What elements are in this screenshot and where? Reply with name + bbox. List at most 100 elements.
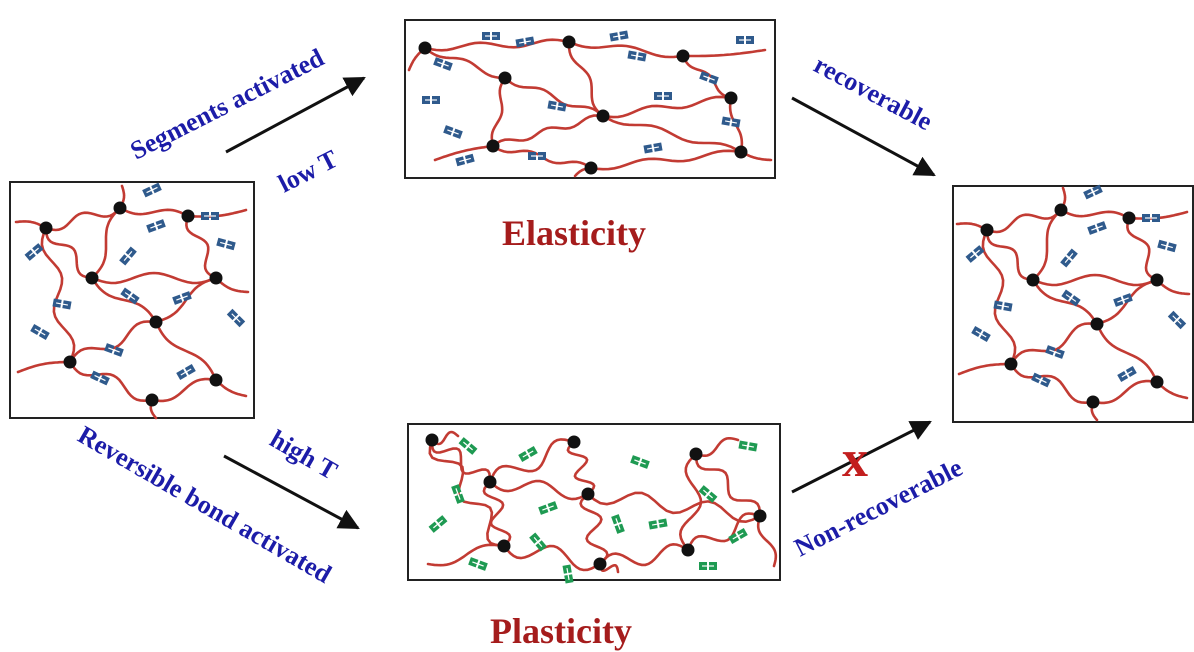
switching-segment [993,300,1013,312]
crosslink-node [689,447,703,461]
switching-segment [120,287,140,305]
polymer-chain [490,76,507,148]
crosslink-node [753,509,767,523]
switching-segment [1157,239,1177,253]
polymer-chain [90,276,158,324]
switching-segment [699,71,719,85]
arrow-to-elastic [225,76,366,154]
polymer-chain [482,480,512,548]
switching-segment [609,30,629,42]
polymer-chain [503,76,605,118]
crosslink-node [681,543,695,557]
polymer-chain-end [957,362,1013,376]
crosslink-node [486,139,500,153]
switching-segment [468,557,488,571]
polymer-chain [601,95,733,119]
non-recoverable-label: Non-recoverable [790,453,967,563]
crosslink-node [593,557,607,571]
crosslink-node [676,49,690,63]
switching-segment [630,455,650,469]
polymer-chain [430,438,492,484]
switching-segment [528,152,546,160]
polymer-chain [488,479,590,501]
switching-segment [119,246,137,266]
crosslink-node [1150,375,1164,389]
switching-segment [611,514,625,534]
crosslink-node [584,161,598,175]
arrow-non-recoverable [791,420,932,494]
crosslink-node [181,209,195,223]
recoverable-label: recoverable [809,50,937,136]
crosslink-node [63,355,77,369]
switching-segment [146,219,166,233]
elastic-network [407,30,773,178]
switching-segment [1142,214,1160,222]
crosslink-node [498,71,512,85]
switching-segment [728,528,748,544]
crosslink-node [209,373,223,387]
switching-segment [176,364,196,380]
crosslink-node [1150,273,1164,287]
polymer-chain [44,226,94,280]
crosslink-node [1004,357,1018,371]
switching-segment [627,50,647,62]
polymer-chain-end [433,144,495,162]
initial-network [14,182,250,420]
polymer-chain [1031,273,1159,287]
switching-segment [30,324,50,340]
polymer-chain [567,40,685,59]
polymer-chain [1091,379,1159,405]
switching-segment [643,142,663,154]
switching-segment [562,564,574,584]
polymer-chain [1009,362,1095,405]
polymer-chain [491,114,605,148]
switching-segment [458,437,478,455]
polymer-chain [601,114,743,154]
switching-segment [515,36,535,48]
switching-segment [216,237,236,251]
polymer-chain [90,271,218,285]
polymer-chain [678,452,703,552]
polymer-chain [579,492,609,566]
crosslink-node [1122,211,1136,225]
polymer-chain-end [16,360,72,374]
polymer-chain [1031,208,1063,282]
polymer-chain-end [426,543,506,567]
switching-segment [24,243,44,261]
plastic-network [425,430,778,584]
polymer-chain-end [694,437,740,457]
crosslink-node [596,109,610,123]
crosslink-node [567,435,581,449]
switching-segment [142,182,162,198]
elastic-network-panel [404,19,776,179]
switching-segment [201,212,219,220]
polymer-chain-end [756,514,778,568]
crosslink-node [1086,395,1100,409]
crosslink-node [581,487,595,501]
high-t-label: high T [265,424,342,485]
polymer-chain [1059,208,1131,220]
polymer-chain [598,542,690,567]
arrow-recoverable [791,96,936,177]
switching-segment [1087,221,1107,235]
polymer-chain [1095,322,1159,384]
switching-segment [1113,293,1133,307]
switching-segment [422,96,440,104]
polymer-chain [502,544,602,572]
crosslink-node [497,539,511,553]
polymer-chain [423,38,571,52]
polymer-chain [586,491,762,524]
polymer-chain [1126,216,1159,282]
switching-segment [518,446,538,462]
switching-segment [52,298,72,310]
switching-segment [1061,289,1081,307]
crosslink-node [483,475,497,489]
polymer-chain [118,206,190,218]
polymer-chain [589,149,743,171]
switching-segment [455,153,475,167]
switching-segment [654,92,672,100]
polymer-chain [185,214,218,280]
crosslink-node [1090,317,1104,331]
switching-segment [736,36,754,44]
